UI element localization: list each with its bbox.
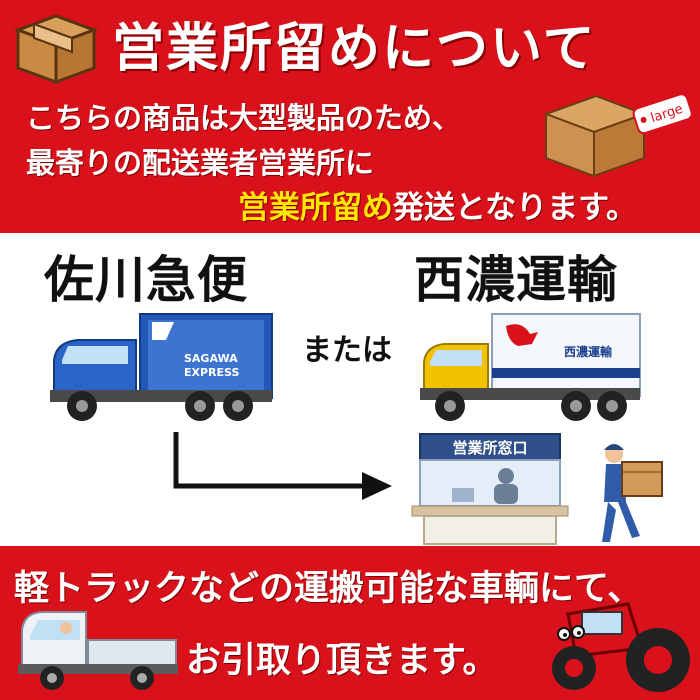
sagawa-truck-icon: SAGAWA EXPRESS: [50, 313, 273, 421]
light-truck-icon: [18, 611, 178, 690]
tractor-icon: [552, 602, 690, 692]
sagawa-label: 佐川急便: [44, 251, 248, 309]
intro-line-1: こちらの商品は大型製品のため、: [26, 101, 462, 135]
flow-arrow-icon: [173, 432, 392, 500]
highlight-text: 営業所留め: [238, 190, 393, 226]
office-sign: 営業所窓口: [452, 439, 527, 457]
page-title: 営業所留めについて: [112, 19, 597, 79]
or-text: または: [302, 333, 392, 368]
seino-label: 西濃運輸: [414, 251, 618, 309]
large-package-icon: large: [543, 93, 693, 178]
intro-line-3-rest: 発送となります。: [393, 190, 637, 226]
seino-truck-text: 西濃運輸: [564, 344, 613, 359]
intro-line-3: 営業所留め発送となります。: [238, 182, 637, 227]
seino-truck-icon: 西濃運輸: [420, 313, 641, 421]
sagawa-truck-text-2: EXPRESS: [184, 366, 239, 379]
sagawa-truck-text-1: SAGAWA: [184, 352, 238, 365]
footer-line-2: お引取り頂きます。: [186, 641, 498, 681]
office-window-icon: 営業所窓口: [411, 433, 569, 545]
footer-line-1: 軽トラックなどの運搬可能な車輌にて、: [14, 569, 643, 609]
cardboard-box-icon: [13, 14, 99, 85]
intro-line-2: 最寄りの配送業者営業所に: [26, 146, 375, 180]
delivery-worker-icon: [602, 444, 663, 542]
